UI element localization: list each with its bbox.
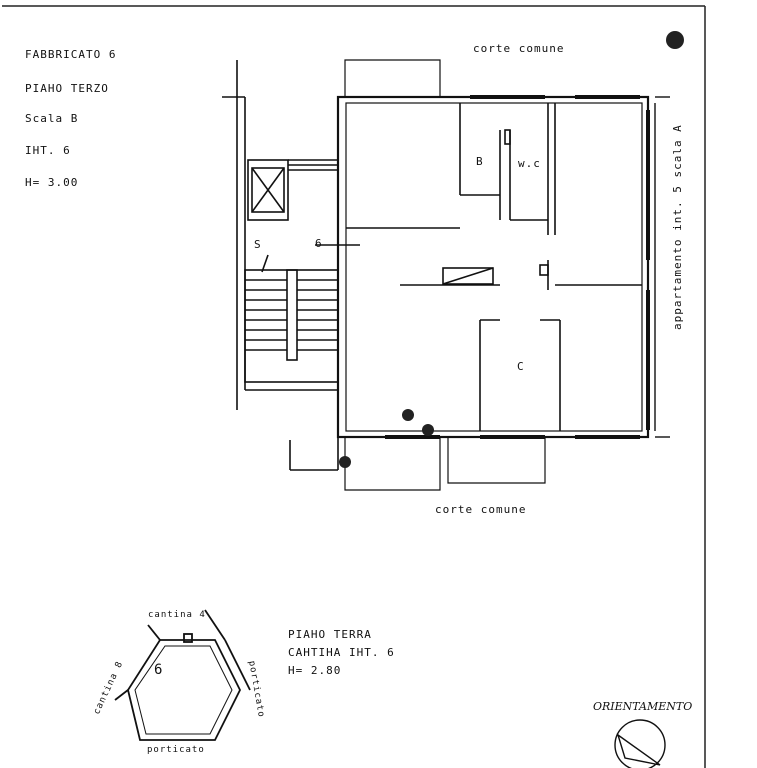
cellar-height-label: H= 2.80 [288,664,342,677]
adjacent-apartment-label: appartamento int. 5 scala A [671,124,684,330]
cellar-bottom-label: porticato [147,745,205,755]
floor-label: PIAHO TERZO [25,82,109,95]
cellar-number-label: 6 [154,662,164,678]
height-label: H= 3.00 [25,176,79,189]
cellar-unit-label: CAHTIHA IHT. 6 [288,646,395,659]
building-label: FABBRICATO 6 [25,48,117,61]
cellar-floor-label: PIAHO TERRA [288,628,372,641]
unit-label: IHT. 6 [25,144,71,157]
cellar-top-label: cantina 4 [148,610,206,620]
adjacent-walls [654,96,670,438]
stair-6-label: 6 [315,237,323,250]
stair-s-label: S [254,238,262,251]
room-c-label: C [517,360,525,373]
court-top-label: corte comune [473,42,565,55]
stair-core [222,60,360,471]
court-bottom-label: corte comune [435,503,527,516]
compass-icon [614,719,666,768]
shrub-icons [339,31,684,468]
apartment-walls [336,59,650,491]
cellar-outline [114,609,251,741]
orientation-label: ORIENTAMENTO [593,700,693,713]
room-b-label: B [476,155,484,168]
interior-walls [346,103,642,431]
room-wc-label: w.c [518,157,541,170]
stair-label: Scala B [25,112,79,125]
